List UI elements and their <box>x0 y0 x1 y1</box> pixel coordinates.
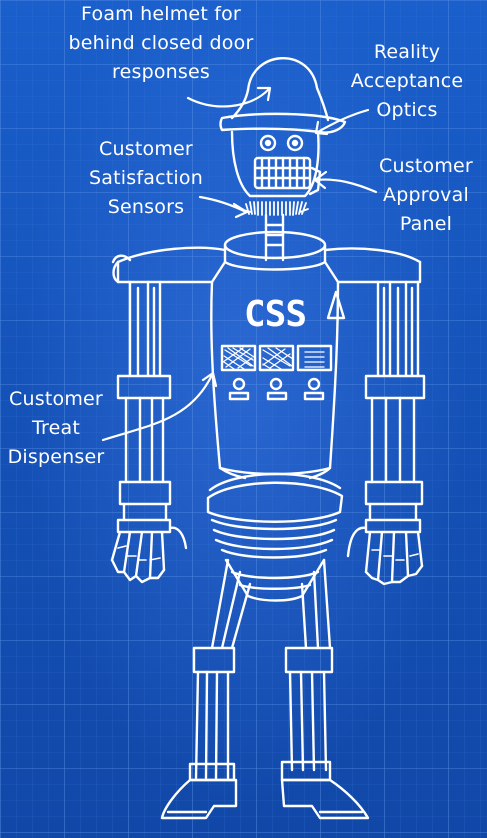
approval-panel <box>328 292 344 318</box>
optic-left <box>261 136 275 150</box>
optic-right <box>288 136 302 150</box>
sensors-label-line-2: Satisfaction <box>89 167 203 189</box>
chest-logo: CSS <box>244 294 306 335</box>
left-arm <box>112 282 186 582</box>
helmet-label-line-2: behind closed door <box>68 32 254 54</box>
right-leg <box>282 560 368 818</box>
dispenser-label-line-1: Customer <box>9 388 103 410</box>
left-leg <box>162 560 250 818</box>
optics-label-line-3: Optics <box>376 99 438 121</box>
sensors-label-line-3: Sensors <box>107 196 185 218</box>
approval-label: Customer Approval Panel <box>367 152 485 239</box>
robot-neck <box>266 215 283 260</box>
helmet-label: Foam helmet for behind closed door respo… <box>50 0 272 87</box>
dispenser-arrow <box>103 373 216 440</box>
right-foot <box>282 780 368 818</box>
robot-waist <box>208 474 342 601</box>
helmet-label-line-1: Foam helmet for <box>81 3 241 25</box>
treat-dispenser <box>222 346 331 399</box>
sensors-label: Customer Satisfaction Sensors <box>78 135 214 222</box>
dispenser-label: Customer Treat Dispenser <box>0 385 112 472</box>
helmet-arrow <box>188 88 270 106</box>
satisfaction-sensors <box>243 202 308 215</box>
sensors-label-line-1: Customer <box>99 138 193 160</box>
right-arm <box>348 282 424 584</box>
dispenser-label-line-3: Dispenser <box>7 446 105 468</box>
approval-label-line-2: Approval <box>383 184 469 206</box>
robot-head <box>232 132 320 196</box>
approval-label-line-3: Panel <box>399 213 453 235</box>
foam-helmet <box>221 58 346 132</box>
left-hand <box>112 520 186 578</box>
optics-label: Reality Acceptance Optics <box>337 38 477 125</box>
dispenser-label-line-2: Treat <box>32 417 80 439</box>
right-hand <box>348 520 422 582</box>
helmet-label-line-3: responses <box>112 61 210 83</box>
optics-label-line-1: Reality <box>373 41 441 63</box>
approval-label-line-1: Customer <box>379 155 473 177</box>
left-foot <box>162 780 236 818</box>
sensors-arrow <box>200 197 247 217</box>
approval-arrow <box>315 172 376 192</box>
optics-label-line-2: Acceptance <box>350 70 464 92</box>
collar <box>225 232 325 270</box>
